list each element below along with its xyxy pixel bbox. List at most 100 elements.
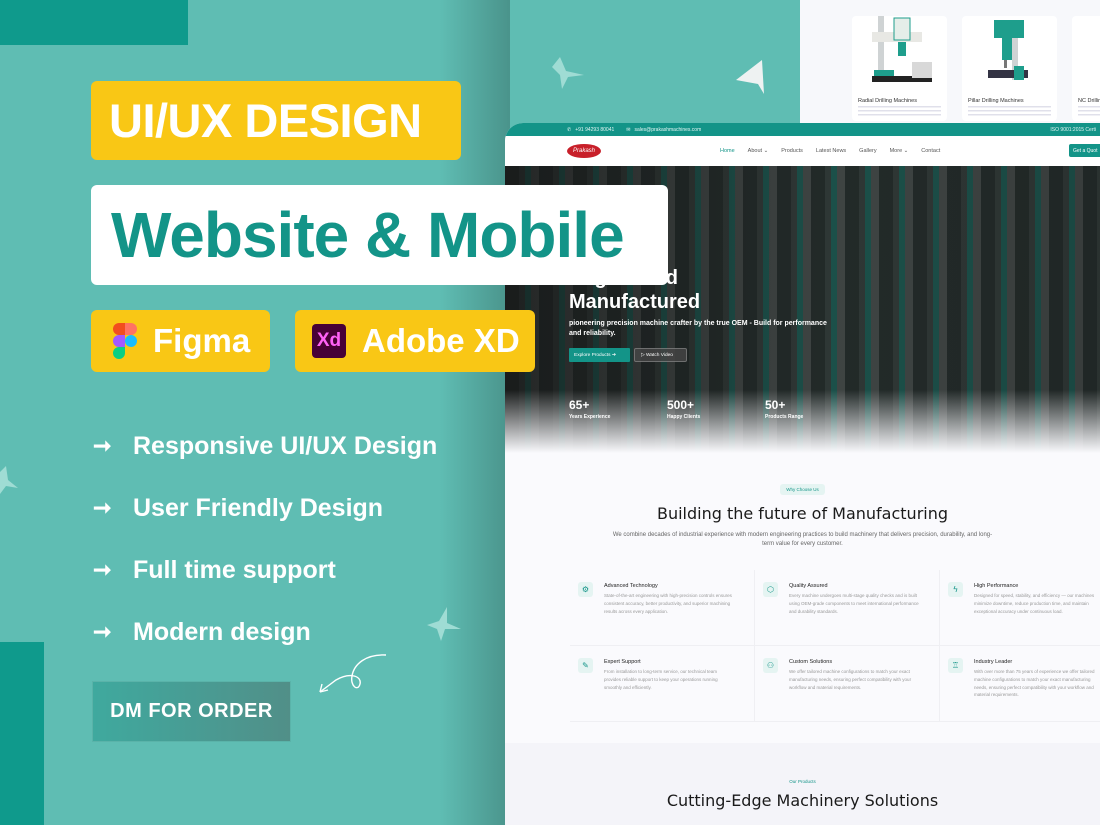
figma-badge: Figma xyxy=(91,310,270,372)
feature-item: ➞ Responsive UI/UX Design xyxy=(93,415,437,477)
feature-card-desc: Every machine undergoes multi-stage qual… xyxy=(789,593,919,614)
dm-for-order-button[interactable]: DM FOR ORDER xyxy=(93,682,290,741)
title-badge: UI/UX DESIGN xyxy=(91,81,461,160)
section-description: We combine decades of industrial experie… xyxy=(612,532,993,547)
get-quote-button[interactable]: Get a Quot xyxy=(1069,144,1100,157)
product-name: NC Drilling xyxy=(1078,98,1100,104)
feature-label: User Friendly Design xyxy=(133,493,384,522)
brand-logo[interactable]: Prakash xyxy=(567,144,601,158)
star-icon xyxy=(552,57,584,89)
feature-list: ➞ Responsive UI/UX Design ➞ User Friendl… xyxy=(93,415,437,663)
section-pill: Why Choose Us xyxy=(780,484,825,495)
hero-subtitle: pioneering precision machine crafter by … xyxy=(569,320,827,337)
feature-card-desc: From installation to long-term service, … xyxy=(604,669,718,690)
feature-card-desc: With over more than 75 years of experien… xyxy=(974,669,1095,698)
feature-label: Responsive UI/UX Design xyxy=(133,431,438,460)
arrow-right-icon: ➞ xyxy=(93,557,112,582)
phone-number: +91 94293 80041 xyxy=(575,126,615,133)
stat-value: 50+ xyxy=(765,398,786,412)
lightning-icon: ϟ xyxy=(948,582,963,597)
arrow-right-icon: ➞ xyxy=(93,495,112,520)
nav-gallery[interactable]: Gallery xyxy=(859,148,877,154)
product-description xyxy=(1078,106,1100,116)
hero-title-line2: Manufactured xyxy=(569,291,701,313)
explore-products-button[interactable]: Explore Products ➔ xyxy=(569,348,630,362)
feature-card: ✎ Expert Support From installation to lo… xyxy=(570,646,755,722)
nav-home[interactable]: Home xyxy=(720,148,735,154)
feature-card-title: Quality Assured xyxy=(789,583,828,589)
product-name: Radial Drilling Machines xyxy=(858,98,917,104)
figma-icon xyxy=(113,323,137,359)
product-name: Pillar Drilling Machines xyxy=(968,98,1024,104)
star-icon xyxy=(0,466,18,494)
hero-stats: 65+ Years Experience 500+ Happy Clients … xyxy=(569,398,863,420)
arrow-right-icon: ➞ xyxy=(93,619,112,644)
feature-card-desc: We offer tailored machine configurations… xyxy=(789,669,912,690)
shield-icon: ⬡ xyxy=(763,582,778,597)
pillar-drill-image xyxy=(988,20,1028,80)
products-section: Our Products Cutting-Edge Machinery Solu… xyxy=(505,743,1100,825)
decorative-corner-top-left xyxy=(0,0,188,45)
nav-latest-news[interactable]: Latest News xyxy=(815,148,847,154)
feature-card-title: Expert Support xyxy=(604,659,641,665)
feature-card: ⬡ Quality Assured Every machine undergoe… xyxy=(755,570,940,646)
product-card[interactable]: NC Drilling xyxy=(1072,16,1100,121)
phone-contact[interactable]: ✆ +91 94293 80041 xyxy=(567,127,614,133)
stat-label: Years Experience xyxy=(569,414,611,420)
nav-about[interactable]: About ⌄ xyxy=(747,148,769,154)
feature-card-title: Advanced Technology xyxy=(604,583,658,589)
feature-item: ➞ Modern design xyxy=(93,601,437,663)
mail-icon: ✉ xyxy=(626,126,631,133)
adobe-xd-label: Adobe XD xyxy=(362,322,520,359)
product-preview: Radial Drilling Machines Pillar Drilling… xyxy=(800,0,1100,123)
features-grid: ⚙ Advanced Technology State-of-the-art e… xyxy=(570,570,1100,722)
chip-icon: ⚙ xyxy=(578,582,593,597)
email-contact[interactable]: ✉ sales@prakashmachines.com xyxy=(626,127,701,133)
feature-item: ➞ Full time support xyxy=(93,539,437,601)
feature-card-desc: State-of-the-art engineering with high-p… xyxy=(604,593,732,614)
nav-links: Home About ⌄ Products Latest News Galler… xyxy=(720,148,953,154)
why-choose-us-section: Why Choose Us Building the future of Man… xyxy=(505,478,1100,549)
feature-card-title: Industry Leader xyxy=(974,659,1013,665)
adobe-xd-icon: Xd xyxy=(312,324,346,358)
feature-item: ➞ User Friendly Design xyxy=(93,477,437,539)
feature-card: ϟ High Performance Designed for speed, s… xyxy=(940,570,1100,646)
feature-label: Modern design xyxy=(133,617,311,646)
award-icon: ♖ xyxy=(948,658,963,673)
product-description xyxy=(858,106,941,116)
nav-more[interactable]: More ⌄ xyxy=(889,148,909,154)
users-icon: ⚇ xyxy=(763,658,778,673)
radial-drill-image xyxy=(872,16,932,82)
stat-item: 50+ Products Range xyxy=(765,398,863,420)
feature-card-desc: Designed for speed, stability, and effic… xyxy=(974,593,1095,614)
email-address: sales@prakashmachines.com xyxy=(634,126,702,133)
section-pill: Our Products xyxy=(789,779,816,784)
phone-icon: ✆ xyxy=(567,126,572,133)
website-topbar: ✆ +91 94293 80041 ✉ sales@prakashmachine… xyxy=(505,123,1100,136)
watch-video-button[interactable]: ▷ Watch Video xyxy=(634,348,687,362)
subtitle-banner: Website & Mobile xyxy=(91,185,668,285)
nav-products[interactable]: Products xyxy=(781,148,803,154)
feature-card: ⚙ Advanced Technology State-of-the-art e… xyxy=(570,570,755,646)
figma-label: Figma xyxy=(153,322,251,359)
feature-card-title: High Performance xyxy=(974,583,1019,589)
feature-card: ♖ Industry Leader With over more than 75… xyxy=(940,646,1100,722)
feature-card-title: Custom Solutions xyxy=(789,659,833,665)
nav-contact[interactable]: Contact xyxy=(921,148,941,154)
paper-plane-icon xyxy=(736,60,764,94)
product-card[interactable]: Radial Drilling Machines xyxy=(852,16,947,121)
curly-arrow-icon xyxy=(319,654,387,693)
feature-card: ⚇ Custom Solutions We offer tailored mac… xyxy=(755,646,940,722)
arrow-right-icon: ➞ xyxy=(93,433,112,458)
section-title: Building the future of Manufacturing xyxy=(656,504,949,523)
stat-item: 65+ Years Experience xyxy=(569,398,667,420)
website-navbar: Prakash Home About ⌄ Products Latest New… xyxy=(505,136,1100,166)
iso-certification: ISO 9001:2015 Certi xyxy=(1050,126,1096,133)
product-description xyxy=(968,106,1051,116)
product-card[interactable]: Pillar Drilling Machines xyxy=(962,16,1057,121)
stat-label: Products Range xyxy=(765,414,804,420)
stat-label: Happy Clients xyxy=(667,414,701,420)
stat-value: 500+ xyxy=(667,398,695,412)
adobe-xd-badge: Xd Adobe XD xyxy=(295,310,535,372)
feature-label: Full time support xyxy=(133,555,336,584)
